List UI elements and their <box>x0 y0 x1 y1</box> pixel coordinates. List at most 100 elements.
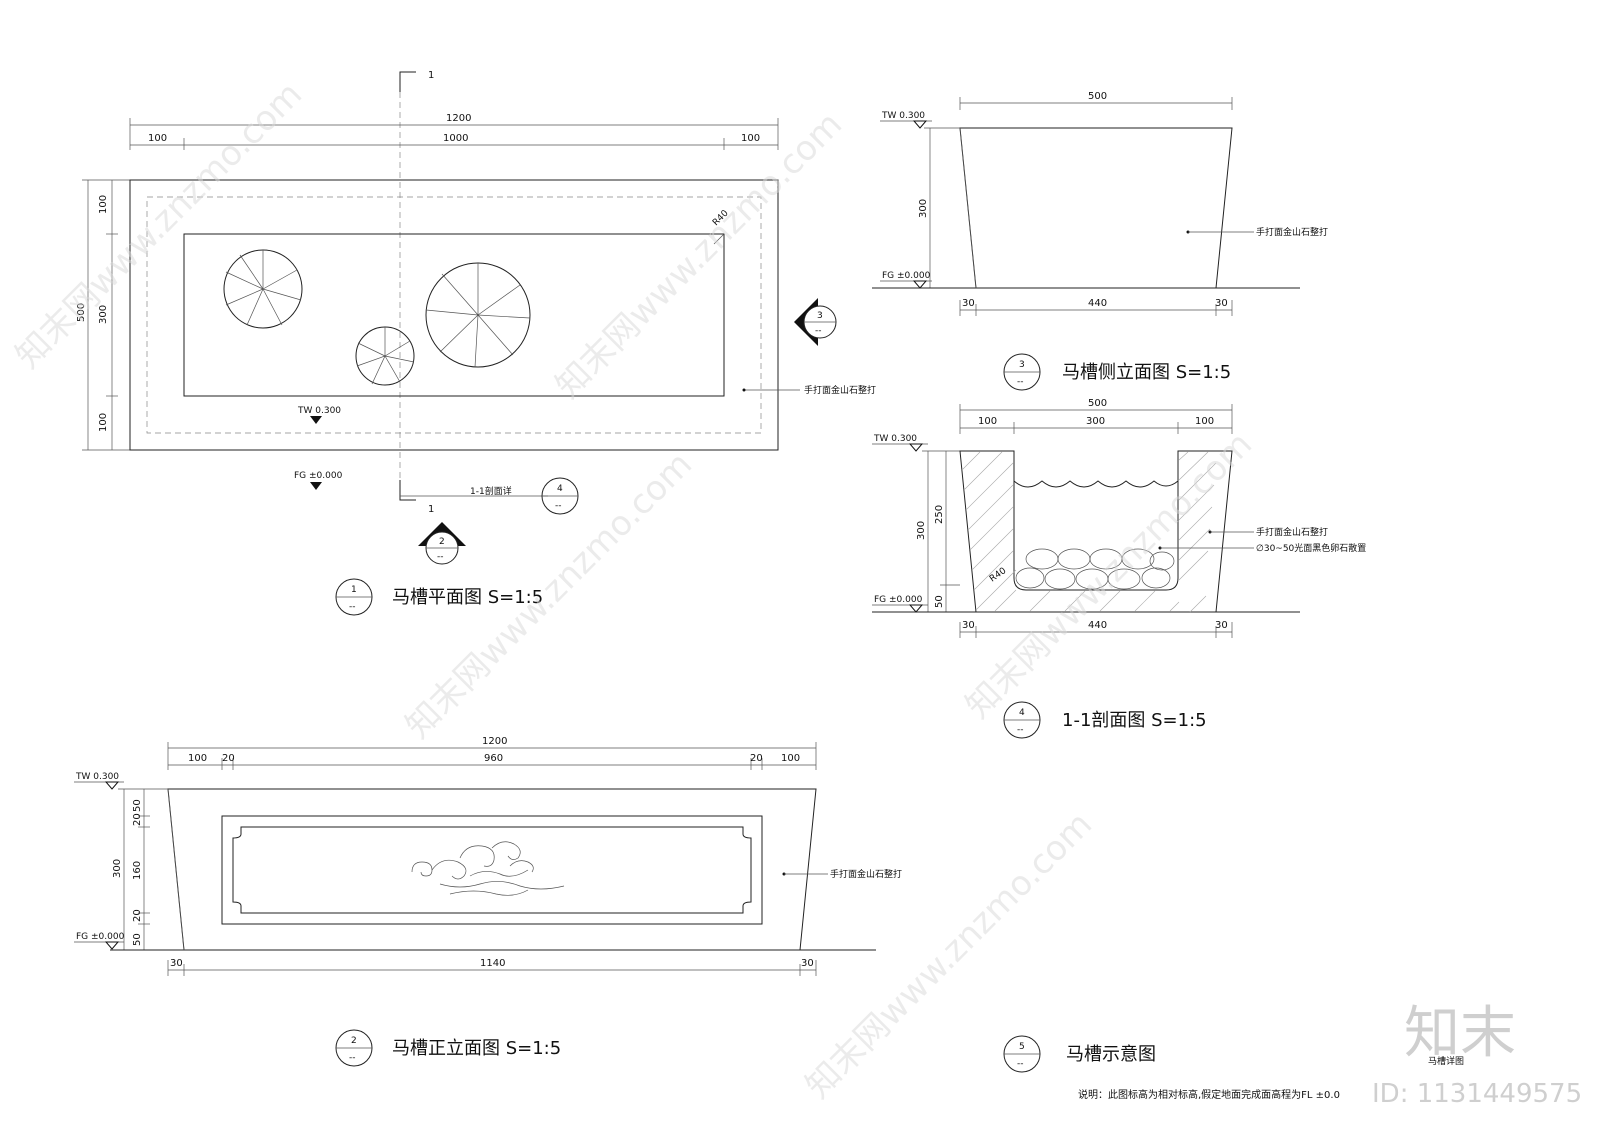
front-dim-left-total: 300 <box>112 859 123 878</box>
svg-text:--: -- <box>1017 377 1024 387</box>
dim-left-total: 500 <box>76 303 87 322</box>
side-trough-outline <box>959 127 1233 289</box>
tw-marker-icon <box>310 416 322 424</box>
leader-dot <box>742 388 746 392</box>
svg-text:3: 3 <box>817 311 823 321</box>
sec-dim-left-upper: 250 <box>934 505 945 524</box>
drawing-note: 说明：此图标高为相对标高,假定地面完成面高程为FL ±0.0 <box>1078 1088 1340 1101</box>
sketch-title: 马槽示意图 <box>1066 1044 1156 1065</box>
side-dim-bottom-right: 30 <box>1215 298 1228 309</box>
cloud-ornament <box>411 841 565 896</box>
watermark-layer: 知末网www.znzmo.com 知末网www.znzmo.com 知末网www… <box>8 74 1260 1106</box>
section-view: 500 100 300 100 TW 0.300 300 250 50 FG ±… <box>872 398 1366 739</box>
front-panel-outer <box>221 815 763 925</box>
sec-dim-left: 100 <box>978 416 997 427</box>
dim-left-bottom: 100 <box>98 413 109 432</box>
dim-left-mid: 300 <box>98 305 109 324</box>
front-dim-left-b: 20 <box>132 813 143 826</box>
side-tw: TW 0.300 <box>881 111 925 121</box>
section-mark-label-top: 1 <box>428 70 434 81</box>
trough-basin-outline <box>183 233 725 397</box>
lotus-leaf-small-left <box>223 249 303 329</box>
title-stamp: 马槽详图 <box>1428 1055 1464 1067</box>
sec-dim-bottom-mid: 440 <box>1088 620 1107 631</box>
svg-text:2: 2 <box>351 1036 357 1046</box>
dim-top-total: 1200 <box>446 113 471 124</box>
front-material-note: 手打面金山石整打 <box>830 868 902 880</box>
side-fg: FG ±0.000 <box>882 271 931 281</box>
side-title: 马槽侧立面图 S=1:5 <box>1062 362 1231 383</box>
dim-top-mid: 1000 <box>443 133 468 144</box>
lotus-leaf-small-center <box>355 326 415 386</box>
hatch-pattern <box>961 451 1217 613</box>
svg-text:--: -- <box>1017 725 1024 735</box>
plan-view: 1 1 1200 100 1000 100 500 100 300 100 <box>76 70 876 616</box>
sec-dim-mid: 300 <box>1086 416 1105 427</box>
view-marker-2: 2 -- <box>418 522 466 565</box>
sec-dim-bottom-right: 30 <box>1215 620 1228 631</box>
svg-text:1: 1 <box>351 585 357 595</box>
front-dim-left-e: 50 <box>132 933 143 946</box>
sec-material-note: 手打面金山石整打 <box>1256 526 1328 538</box>
front-dim-b: 20 <box>222 753 235 764</box>
sec-dim-bottom-left: 30 <box>962 620 975 631</box>
plan-material-note: 手打面金山石整打 <box>804 384 876 396</box>
svg-text:--: -- <box>815 326 822 336</box>
side-material-note: 手打面金山石整打 <box>1256 226 1328 238</box>
front-dim-bottom-right: 30 <box>801 958 814 969</box>
svg-text:5: 5 <box>1019 1042 1025 1052</box>
tw-elevation: TW 0.300 <box>297 406 341 416</box>
watermark-text: 知末网www.znzmo.com <box>8 74 310 376</box>
side-elevation-view: 500 TW 0.300 300 FG ±0.000 手打面金山石整打 30 4… <box>872 91 1328 391</box>
front-dim-bottom-mid: 1140 <box>480 958 505 969</box>
svg-text:--: -- <box>349 602 356 612</box>
svg-text:--: -- <box>437 552 444 562</box>
front-dim-c: 960 <box>484 753 503 764</box>
sec-pebble-note: ∅30~50光面黑色卵石散置 <box>1256 542 1366 554</box>
front-dim-e: 100 <box>781 753 800 764</box>
sec-fg: FG ±0.000 <box>874 595 923 605</box>
dim-top-left: 100 <box>148 133 167 144</box>
side-dim-bottom-mid: 440 <box>1088 298 1107 309</box>
sec-tw: TW 0.300 <box>873 434 917 444</box>
section-mark-bottom <box>399 480 416 501</box>
sketch-view: 5 -- 马槽示意图 <box>1003 1035 1156 1073</box>
front-dim-left-a: 50 <box>132 799 143 812</box>
sec-dim-left-total: 300 <box>916 521 927 540</box>
pebbles <box>1015 548 1175 590</box>
front-dim-bottom-left: 30 <box>170 958 183 969</box>
fg-marker-icon <box>310 482 322 490</box>
sec-radius: R40 <box>988 566 1008 585</box>
watermark-text: 知末网www.znzmo.com <box>798 804 1100 1106</box>
svg-text:2: 2 <box>439 537 445 547</box>
front-dim-left-d: 20 <box>132 909 143 922</box>
svg-text:--: -- <box>349 1053 356 1063</box>
dim-top-right: 100 <box>741 133 760 144</box>
front-tw: TW 0.300 <box>75 772 119 782</box>
front-dim-a: 100 <box>188 753 207 764</box>
radius-leader <box>713 233 725 245</box>
side-dim-height: 300 <box>918 199 929 218</box>
section-ref-text: 1-1剖面详 <box>470 485 512 497</box>
watermark-text: 知末网www.znzmo.com <box>548 104 850 406</box>
sec-dim-total: 500 <box>1088 398 1107 409</box>
side-dim-bottom-left: 30 <box>962 298 975 309</box>
sec-dim-left-lower: 50 <box>934 595 945 608</box>
side-dim-top: 500 <box>1088 91 1107 102</box>
tw-marker-icon <box>912 120 928 129</box>
svg-text:4: 4 <box>1019 708 1025 718</box>
front-trough-outline <box>167 788 817 951</box>
water-surface <box>1013 480 1179 488</box>
section-ref-num: 4 <box>557 484 563 494</box>
svg-text:--: -- <box>1017 1059 1024 1069</box>
section-ref-sub: -- <box>555 501 562 511</box>
plan-title: 马槽平面图 S=1:5 <box>392 587 543 608</box>
sec-title: 1-1剖面图 S=1:5 <box>1062 710 1207 731</box>
section-mark-label-bottom: 1 <box>428 504 434 515</box>
front-dim-d: 20 <box>750 753 763 764</box>
svg-text:3: 3 <box>1019 360 1025 370</box>
brand-watermark: 知末 <box>1404 1001 1516 1066</box>
lotus-leaf-large-right <box>425 262 531 368</box>
view-marker-3: 3 -- <box>794 298 837 346</box>
